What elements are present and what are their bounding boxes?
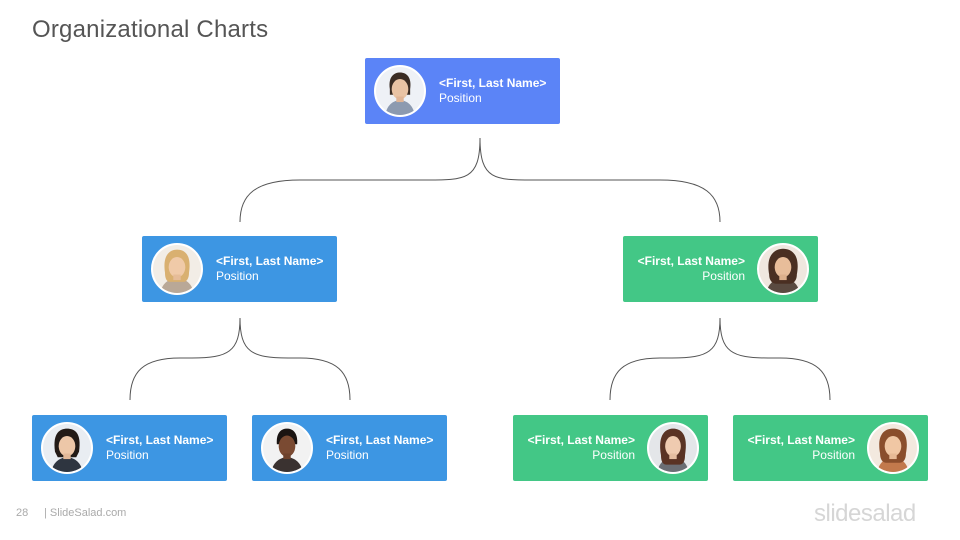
- person-photo-icon: [41, 422, 93, 474]
- person-photo-icon: [261, 422, 313, 474]
- person-position: Position: [592, 448, 635, 462]
- connector-left-1: [129, 317, 241, 401]
- connector-top-right: [479, 137, 721, 223]
- org-card-left-manager[interactable]: <First, Last Name> Position: [142, 236, 337, 302]
- person-name: <First, Last Name>: [527, 433, 635, 447]
- connector-right-2: [719, 317, 831, 401]
- org-card-ceo[interactable]: <First, Last Name> Position: [365, 58, 560, 124]
- slide-title: Organizational Charts: [32, 16, 269, 43]
- org-card-right-report-1[interactable]: <First, Last Name> Position: [513, 415, 708, 481]
- person-name: <First, Last Name>: [439, 76, 547, 90]
- person-name: <First, Last Name>: [637, 254, 745, 268]
- connector-right-1: [609, 317, 721, 401]
- person-position: Position: [439, 91, 482, 105]
- org-card-left-report-2[interactable]: <First, Last Name> Position: [252, 415, 447, 481]
- connector-top-left: [239, 137, 481, 223]
- person-position: Position: [702, 269, 745, 283]
- page-number: 28: [16, 507, 29, 519]
- person-photo-icon: [757, 243, 809, 295]
- person-position: Position: [326, 448, 369, 462]
- org-card-left-report-1[interactable]: <First, Last Name> Position: [32, 415, 227, 481]
- person-name: <First, Last Name>: [747, 433, 855, 447]
- footer-website: | SlideSalad.com: [44, 507, 127, 519]
- person-photo-icon: [647, 422, 699, 474]
- person-photo-icon: [151, 243, 203, 295]
- person-position: Position: [216, 269, 259, 283]
- person-name: <First, Last Name>: [106, 433, 214, 447]
- org-card-right-manager[interactable]: <First, Last Name> Position: [623, 236, 818, 302]
- connector-left-2: [239, 317, 351, 401]
- org-card-right-report-2[interactable]: <First, Last Name> Position: [733, 415, 928, 481]
- person-photo-icon: [867, 422, 919, 474]
- person-position: Position: [106, 448, 149, 462]
- person-name: <First, Last Name>: [216, 254, 324, 268]
- person-name: <First, Last Name>: [326, 433, 434, 447]
- person-photo-icon: [374, 65, 426, 117]
- person-position: Position: [812, 448, 855, 462]
- brand-logo: slidesalad: [814, 500, 916, 527]
